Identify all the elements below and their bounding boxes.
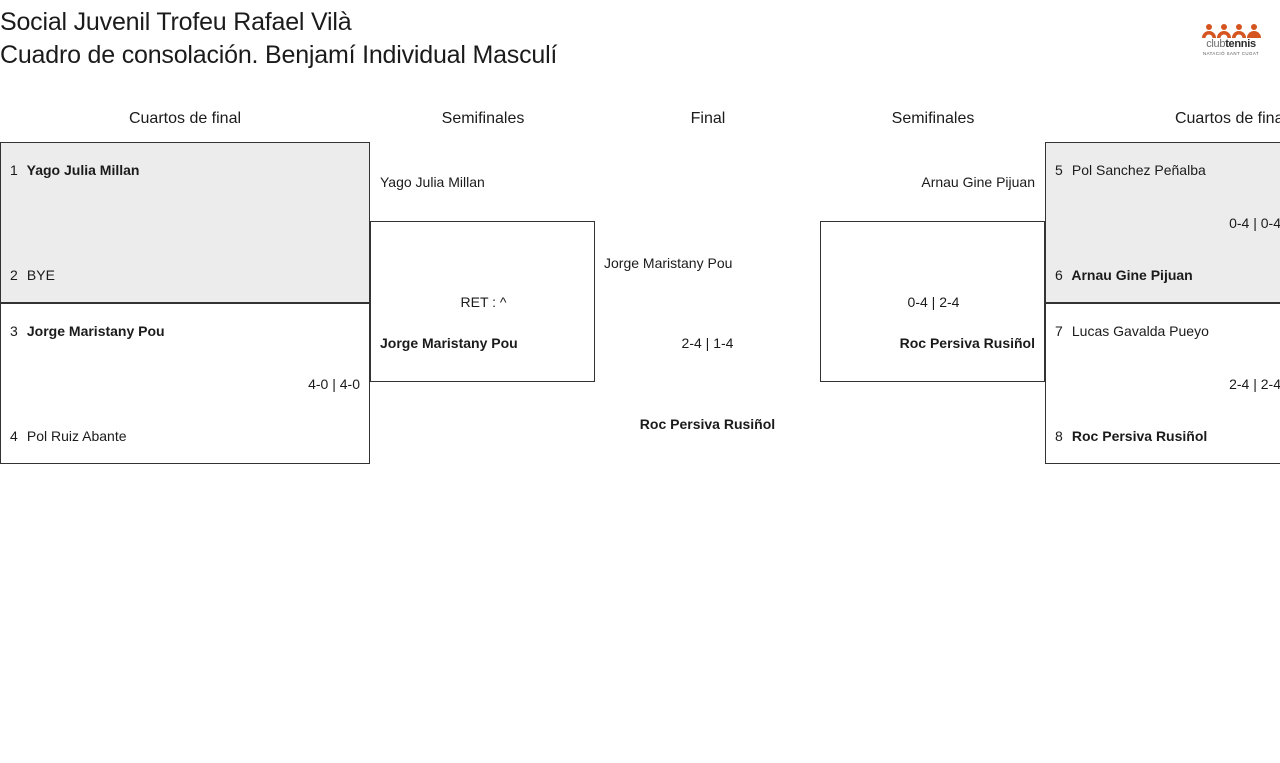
seed-number: 5 — [1055, 162, 1063, 178]
club-logo: clubtennis NATACIÓ SANT CUGAT — [1196, 18, 1266, 60]
match-final[interactable]: Jorge Maristany Pou 2-4 | 1-4 Roc Persiv… — [595, 221, 820, 432]
match-score: 2-4 | 2-4 — [1229, 375, 1280, 392]
player-slot[interactable]: 7 Lucas Gavalda Pueyo — [1055, 322, 1209, 340]
player-name: Lucas Gavalda Pueyo — [1071, 323, 1209, 339]
player-name: Arnau Gine Pijuan — [921, 174, 1035, 190]
round-header-final: Final — [690, 110, 726, 127]
seed-number: 6 — [1055, 267, 1063, 283]
match-score: RET : ^ — [460, 293, 507, 310]
page-title: Social Juvenil Trofeu Rafael Vilà Cuadro… — [0, 6, 557, 73]
player-slot-champion[interactable]: Roc Persiva Rusiñol — [595, 415, 820, 433]
match-score: 4-0 | 4-0 — [308, 375, 360, 392]
player-slot[interactable]: 4 Pol Ruiz Abante — [10, 427, 127, 445]
match-score: 0-4 | 0-4 — [1229, 214, 1280, 231]
round-header-left-semis: Semifinales — [441, 110, 525, 127]
player-name: Yago Julia Millan — [380, 174, 485, 190]
player-name: Roc Persiva Rusiñol — [639, 416, 776, 432]
player-name: Roc Persiva Rusiñol — [899, 335, 1035, 351]
player-name: Jorge Maristany Pou — [604, 255, 733, 271]
match-left-quarter-2[interactable]: 3 Jorge Maristany Pou 4-0 | 4-0 4 Pol Ru… — [0, 303, 370, 464]
match-score: 2-4 | 1-4 — [681, 335, 734, 351]
match-left-semifinal[interactable]: Yago Julia Millan RET : ^ Jorge Maristan… — [370, 174, 595, 382]
match-right-quarter-2[interactable]: 7 Lucas Gavalda Pueyo 2-4 | 2-4 8 Roc Pe… — [1045, 303, 1280, 464]
match-right-semifinal[interactable]: Arnau Gine Pijuan 0-4 | 2-4 Roc Persiva … — [820, 174, 1045, 382]
match-left-quarter-1[interactable]: 1 Yago Julia Millan 2 BYE — [0, 142, 370, 303]
player-name: Jorge Maristany Pou — [26, 323, 165, 339]
player-slot[interactable]: Jorge Maristany Pou — [380, 334, 518, 352]
logo-word-tennis: tennis — [1225, 38, 1256, 50]
round-header-right-quarters: Cuartos de final — [1174, 110, 1280, 127]
seed-number: 3 — [10, 323, 18, 339]
logo-subtitle: NATACIÓ SANT CUGAT — [1202, 51, 1260, 56]
player-name: Jorge Maristany Pou — [380, 335, 518, 351]
player-name: Roc Persiva Rusiñol — [1071, 428, 1208, 444]
logo-word-club: club — [1206, 38, 1226, 50]
player-name: Arnau Gine Pijuan — [1071, 267, 1193, 283]
logo-arch-icon — [1202, 24, 1261, 38]
seed-number: 1 — [10, 162, 18, 178]
player-slot[interactable]: Jorge Maristany Pou — [604, 254, 732, 272]
player-name: BYE — [26, 267, 55, 283]
round-header-left-quarters: Cuartos de final — [128, 110, 242, 127]
player-name: Pol Ruiz Abante — [26, 428, 127, 444]
player-slot[interactable]: Arnau Gine Pijuan — [921, 173, 1035, 191]
round-header-right-semis: Semifinales — [891, 110, 975, 127]
page-header: Social Juvenil Trofeu Rafael Vilà Cuadro… — [0, 0, 1280, 95]
player-slot[interactable]: 6 Arnau Gine Pijuan — [1055, 266, 1193, 284]
match-right-quarter-1[interactable]: 5 Pol Sanchez Peñalba 0-4 | 0-4 6 Arnau … — [1045, 142, 1280, 303]
player-slot[interactable]: 3 Jorge Maristany Pou — [10, 322, 165, 340]
player-slot[interactable]: 5 Pol Sanchez Peñalba — [1055, 161, 1206, 179]
player-slot[interactable]: Roc Persiva Rusiñol — [900, 334, 1035, 352]
seed-number: 2 — [10, 267, 18, 283]
seed-number: 8 — [1055, 428, 1063, 444]
logo-wordmark: clubtennis — [1196, 39, 1266, 50]
player-name: Yago Julia Millan — [26, 162, 140, 178]
seed-number: 4 — [10, 428, 18, 444]
seed-number: 7 — [1055, 323, 1063, 339]
tournament-name: Social Juvenil Trofeu Rafael Vilà — [0, 8, 352, 36]
player-slot[interactable]: 8 Roc Persiva Rusiñol — [1055, 427, 1207, 445]
player-name: Pol Sanchez Peñalba — [1071, 162, 1206, 178]
player-slot[interactable]: 2 BYE — [10, 266, 55, 284]
draw-name: Cuadro de consolación. Benjamí Individua… — [0, 41, 558, 70]
match-score: 0-4 | 2-4 — [907, 293, 960, 310]
player-slot[interactable]: Yago Julia Millan — [380, 173, 485, 191]
player-slot[interactable]: 1 Yago Julia Millan — [10, 161, 139, 179]
